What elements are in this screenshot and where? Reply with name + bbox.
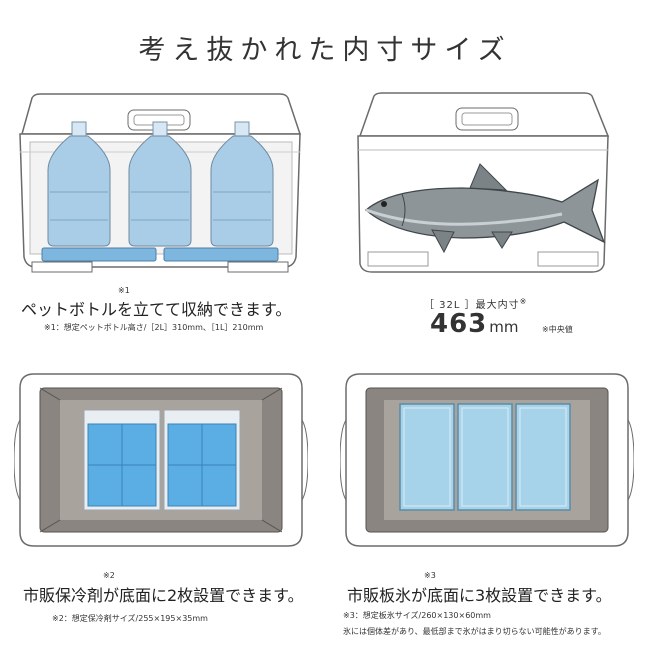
ice-pack-icon: [83, 409, 161, 511]
fish-illustration: [352, 92, 614, 277]
ice-boards-footnote-warning: 氷には個体差があり、最低部まで氷がはまり切らない可能性があります。: [343, 627, 606, 636]
footnote-mark-2: ※2: [103, 571, 115, 580]
ice-boards-illustration: [340, 370, 634, 550]
length-unit: mm: [489, 318, 519, 336]
bottles-caption: ペットボトルを立てて収納できます。: [21, 300, 292, 319]
footnote-mark-1: ※1: [118, 286, 130, 295]
capacity-label: ［ 32L ］最大内寸: [424, 300, 520, 311]
ice-board-icon: [399, 403, 455, 511]
bottle-icon: [47, 121, 111, 247]
bottles-illustration: [14, 92, 306, 277]
ice-board-icon: [457, 403, 513, 511]
ice-board-icon: [515, 403, 571, 511]
length-label-row: ［ 32L ］最大内寸※: [424, 293, 526, 312]
ice-packs-caption: 市販保冷剤が底面に2枚設置できます。: [23, 586, 304, 605]
page-title: 考え抜かれた内寸サイズ: [138, 35, 512, 66]
footnote-mark: ※: [519, 297, 527, 306]
ice-packs-illustration: [14, 370, 308, 550]
ice-pack-icon: [163, 409, 241, 511]
fish-icon: [365, 163, 606, 254]
ice-packs-footnote: ※2：想定保冷剤サイズ/255×195×35mm: [52, 614, 208, 623]
bottles-footnote: ※1：想定ペットボトル高さ/［2L］310mm、［1L］210mm: [44, 323, 264, 332]
length-number: 463: [430, 309, 488, 339]
footnote-mark-3: ※3: [424, 571, 436, 580]
ice-boards-caption: 市販板氷が底面に3枚設置できます。: [347, 586, 612, 605]
ice-boards-footnote-size: ※3：想定板氷サイズ/260×130×60mm: [343, 611, 491, 620]
bottle-icon: [128, 121, 192, 247]
bottle-icon: [210, 121, 274, 247]
median-note: ※中央値: [542, 325, 573, 334]
